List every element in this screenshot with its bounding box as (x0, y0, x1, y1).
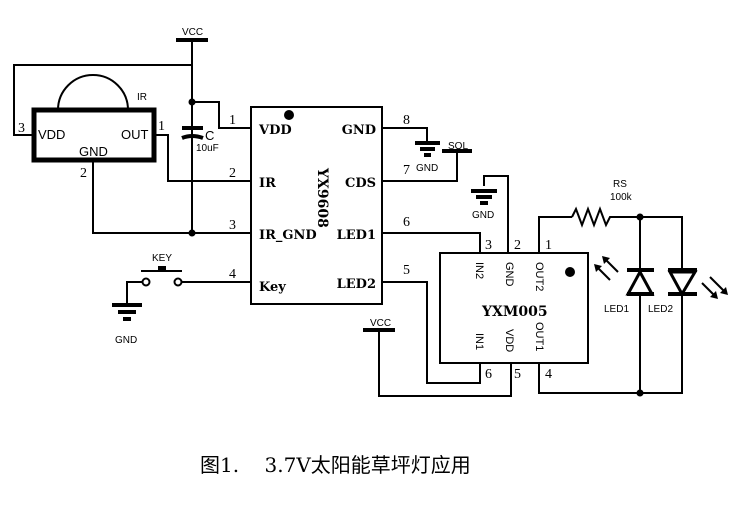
pin1-dot (284, 110, 294, 120)
ymx-pin-num: 3 (485, 238, 492, 253)
wire-led2-in1 (382, 281, 481, 384)
yx-pin-label: IR (259, 176, 276, 191)
vcc-top-symbol: VCC (176, 27, 208, 42)
ir-pin-vdd: VDD (38, 127, 65, 142)
ir-pin-gnd: GND (79, 144, 108, 159)
ymx-pin-num: 2 (514, 238, 521, 253)
wire-vcc-ymx-vdd (378, 330, 512, 397)
pin1-dot (565, 267, 575, 277)
yx-pin-label: IR_GND (259, 228, 317, 243)
yx-pin-label: VDD (258, 123, 292, 138)
ymx-pin-label: OUT2 (533, 262, 545, 291)
led1-label: LED1 (604, 304, 629, 315)
yx-pin-num: 7 (403, 163, 410, 178)
yx-pin-label: GND (342, 123, 376, 138)
gnd-ymx-label: GND (472, 210, 494, 221)
yx-pin-label: LED1 (337, 228, 376, 243)
wire-pin8-gnd (382, 127, 428, 142)
ymx-pin-num: 6 (485, 367, 492, 382)
gnd-pin8-label: GND (416, 163, 438, 174)
yx-pin-num: 4 (229, 267, 236, 282)
led2-label: LED2 (648, 304, 673, 315)
wire-led1-in2 (382, 232, 481, 253)
vcc-bottom-label: VCC (370, 318, 391, 329)
yx-pin-label: LED2 (337, 277, 376, 292)
chip-yx9608: YX9608 VDD IR IR_GND Key GND CDS LED1 LE… (229, 106, 410, 305)
key-name: KEY (152, 253, 172, 264)
ymx-pin-label: VDD (503, 329, 515, 352)
wire-vcc-ir-vdd (13, 64, 192, 136)
capacitor-value: 10uF (196, 143, 219, 154)
ymx-pin-label: IN1 (473, 333, 485, 350)
chip-yx9608-name: YX9608 (314, 167, 330, 228)
wire-ir-gnd (92, 160, 250, 234)
yx-pin-num: 3 (229, 218, 236, 233)
solar-label: SOL (448, 141, 468, 152)
wire-cds-sol (382, 151, 458, 182)
wire-ir-out (154, 134, 250, 182)
ymx-pin-num: 1 (545, 238, 552, 253)
resistor-value: 100k (610, 192, 633, 203)
ymx-pin-num: 4 (545, 367, 552, 382)
wire-out2 (538, 216, 572, 253)
capacitor-name: C (205, 128, 214, 143)
wire-ymx-gnd (483, 175, 509, 253)
ir-pin-num-gnd: 2 (80, 166, 87, 181)
ymx-pin-num: 5 (514, 367, 521, 382)
wire-led2-rail (640, 216, 683, 394)
resistor-name: RS (613, 179, 627, 190)
junction-ir-gnd (188, 229, 196, 237)
capacitor: C 10uF (181, 126, 219, 154)
ymx-pin-label: GND (503, 262, 515, 287)
ir-pin-out: OUT (121, 127, 149, 142)
yx-pin-num: 1 (229, 113, 236, 128)
led1: LED1 (594, 256, 655, 315)
vcc-top-label: VCC (182, 27, 203, 38)
led2: LED2 (648, 268, 728, 315)
yx-pin-num: 5 (403, 263, 410, 278)
yx-pin-num: 2 (229, 166, 236, 181)
chip-yxm005: YXM005 IN2 GND OUT2 IN1 VDD OUT1 3 2 1 6… (439, 238, 589, 382)
ir-sensor: IR VDD OUT GND 3 1 2 (18, 74, 165, 181)
yx-pin-num: 8 (403, 113, 410, 128)
wire-vdd-pin1 (192, 101, 250, 129)
chip-yxm005-name: YXM005 (481, 304, 548, 320)
yx-pin-label: CDS (345, 176, 376, 191)
key-switch: KEY GND (112, 253, 250, 346)
ir-sensor-name: IR (137, 92, 147, 103)
yx-pin-label: Key (259, 280, 286, 295)
yx-pin-num: 6 (403, 215, 410, 230)
wire-out1 (538, 363, 640, 394)
key-gnd-label: GND (115, 335, 137, 346)
ir-pin-num-out: 1 (158, 119, 165, 134)
resistor: RS 100k (571, 179, 640, 228)
ymx-pin-label: IN2 (473, 262, 485, 279)
ymx-pin-label: OUT1 (533, 322, 545, 351)
ir-pin-num-vdd: 3 (18, 121, 25, 136)
figure-caption: 图1. 3.7V太阳能草坪灯应用 (200, 453, 471, 477)
